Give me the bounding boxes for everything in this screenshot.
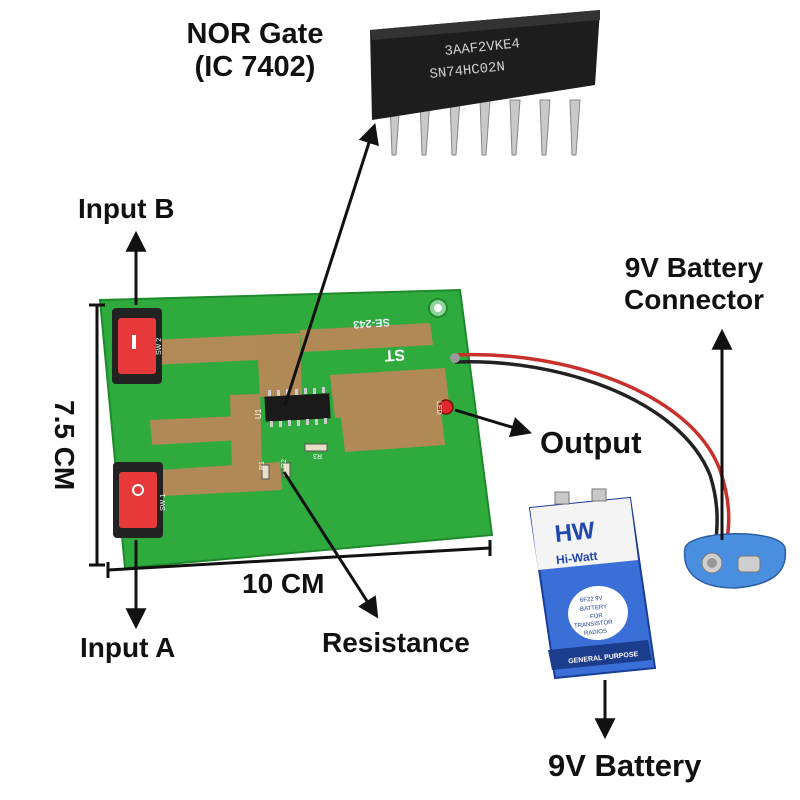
switch-input-a: SW 1 (113, 462, 167, 538)
label-nor-gate-line1: NOR Gate (186, 18, 324, 50)
battery-connector (450, 352, 787, 589)
pcb-led-label: LED (435, 401, 442, 415)
label-height: 7.5 CM (49, 400, 80, 491)
label-width: 10 CM (242, 568, 325, 599)
label-connector-line2: Connector (624, 284, 764, 316)
label-nor-gate-line2: (IC 7402) (194, 51, 316, 84)
label-nor-gate: NOR Gate (IC 7402) (170, 18, 340, 85)
battery-brand: Hi-Watt (555, 549, 598, 567)
battery-model: 6F22 9V (580, 596, 603, 604)
arrow-nor-gate (283, 122, 379, 406)
pcb-r2-label: R2 (281, 459, 288, 468)
pcb-sw2-label: SW 2 (156, 338, 163, 355)
ic-marking-2: SN74HC02N (429, 59, 506, 83)
battery-text2: FOR (590, 613, 604, 620)
battery-text4: RADIOS (584, 629, 608, 637)
label-input-b: Input B (78, 193, 175, 224)
battery-9v: HW Hi-Watt 6F22 9V BATTERY FOR TRANSISTO… (528, 488, 657, 680)
label-battery-connector: 9V Battery Connector (604, 252, 784, 316)
switch-input-b: SW 2 (112, 308, 163, 384)
label-input-a: Input A (80, 632, 176, 663)
battery-text3: TRANSISTOR (574, 620, 614, 630)
pointer-arrows (125, 122, 733, 740)
pcb-r3-label: R3 (313, 452, 322, 459)
arrow-output (454, 408, 533, 438)
arrow-resistance (282, 471, 379, 619)
pcb-ic-u1: U1 (254, 387, 331, 427)
dimension-lines (89, 303, 492, 578)
pcb-brand: ST (384, 345, 406, 363)
width-dimension-line (107, 546, 491, 572)
pcb-r1-label: R1 (259, 461, 266, 470)
ic-marking-1: 3AAF2VKE4 (444, 36, 521, 60)
label-connector-line1: 9V Battery (624, 252, 764, 283)
label-resistance: Resistance (322, 627, 470, 658)
pcb-board: SE-243 ST (98, 288, 494, 570)
label-battery: 9V Battery (548, 748, 702, 783)
resistors: R1 R2 R3 (259, 443, 328, 480)
led-output: LED (435, 399, 454, 415)
label-output: Output (540, 425, 642, 460)
pcb-u1-label: U1 (254, 408, 263, 419)
pcb-code: SE-243 (353, 316, 390, 331)
battery-text1: BATTERY (580, 604, 608, 613)
battery-logo: HW (553, 517, 596, 548)
nor-gate-ic: 3AAF2VKE4 SN74HC02N (370, 10, 600, 156)
pcb-sw1-label: SW 1 (160, 494, 167, 511)
